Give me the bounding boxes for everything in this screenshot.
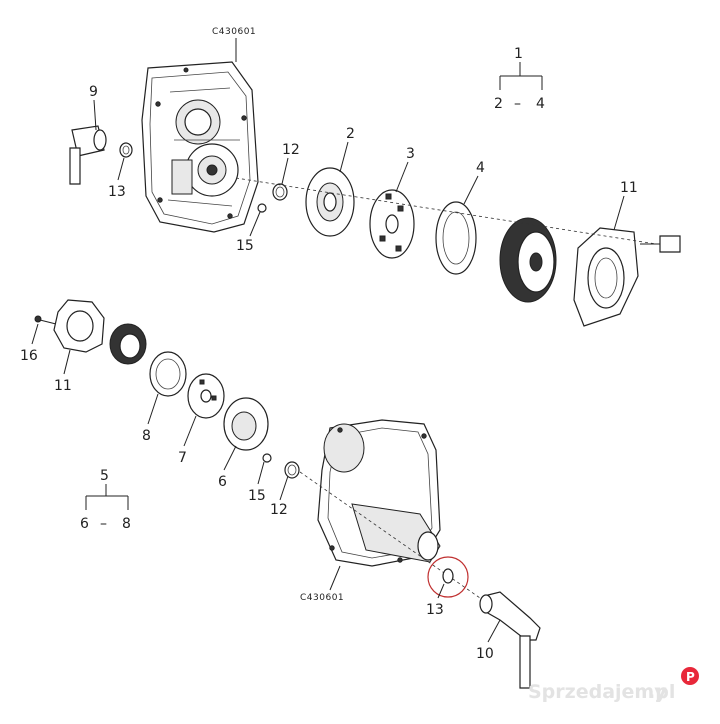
group-bracket-upper (499, 62, 543, 90)
part-3-disc (369, 189, 415, 259)
gear-lower (109, 323, 147, 365)
group-range-lower-to: 8 (122, 516, 131, 532)
group-label-lower: 5 (100, 468, 109, 484)
callout-15-lower: 15 (248, 488, 266, 504)
group-range-lower-from: 6 (80, 516, 89, 532)
callout-13-upper: 13 (108, 184, 126, 200)
part-2-plate (305, 167, 355, 237)
callout-16: 16 (20, 348, 38, 364)
watermark-text: Sprzedajemy (528, 681, 667, 703)
part-7-disc (187, 373, 225, 419)
callout-4: 4 (476, 160, 485, 176)
callout-3: 3 (406, 146, 415, 162)
part-16-bolt (34, 315, 57, 325)
group-range-lower-dash: – (100, 516, 107, 532)
highlight-circle (427, 556, 469, 598)
part-8-disc (149, 351, 187, 397)
group-range-upper-to: 4 (536, 96, 545, 112)
watermark-logo-icon (681, 667, 699, 685)
upper-housing (141, 61, 259, 233)
axis-line-lower (299, 471, 501, 613)
callout-10: 10 (476, 646, 494, 662)
group-range-upper-from: 2 (494, 96, 503, 112)
part-15-pin-upper (257, 203, 267, 213)
callout-6: 6 (218, 474, 227, 490)
callout-8: 8 (142, 428, 151, 444)
part-13-oring-upper (119, 142, 133, 158)
group-range-upper-dash: – (514, 96, 521, 112)
bolt-upper (640, 235, 681, 253)
callout-7: 7 (178, 450, 187, 466)
callout-15-upper: 15 (236, 238, 254, 254)
watermark-suffix: .pl (648, 681, 675, 703)
part-15-pin-lower (262, 453, 272, 463)
lower-housing (317, 419, 441, 567)
axis-line-upper (235, 177, 657, 245)
leader-lines (31, 38, 625, 643)
part-11-housing-upper (573, 227, 639, 327)
part-13-oring-lower (427, 556, 469, 598)
callout-11-upper: 11 (620, 180, 638, 196)
gear-upper (499, 217, 557, 303)
part-6-plate (223, 397, 269, 451)
callout-12-upper: 12 (282, 142, 300, 158)
group-label-upper: 1 (514, 46, 523, 62)
callout-12-lower: 12 (270, 502, 288, 518)
callout-2: 2 (346, 126, 355, 142)
callout-9: 9 (89, 84, 98, 100)
part-9-lever (69, 125, 107, 185)
part-11-housing-lower (53, 299, 105, 353)
part-code-top: C430601 (212, 27, 256, 37)
callout-11-lower: 11 (54, 378, 72, 394)
part-10-lever (479, 591, 541, 689)
part-12-oring-upper (272, 183, 288, 201)
part-12-oring-lower (284, 461, 300, 479)
group-bracket-lower (85, 484, 129, 510)
part-code-bottom: C430601 (300, 593, 344, 603)
watermark: Sprzedajemy .pl P (528, 667, 699, 703)
callout-13-lower: 13 (426, 602, 444, 618)
part-4-disc (435, 201, 477, 275)
watermark-logo-letter: P (686, 670, 695, 684)
